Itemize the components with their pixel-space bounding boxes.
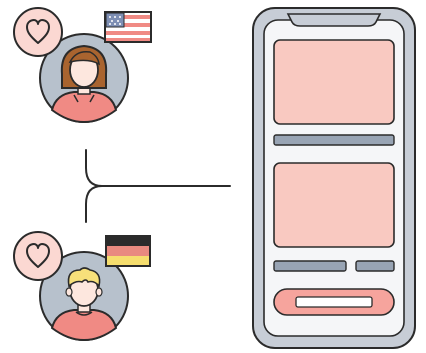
text-bar-right <box>356 261 394 271</box>
text-bar-top <box>274 135 394 145</box>
connector-line <box>86 150 230 222</box>
us-flag-icon <box>105 12 151 42</box>
phone-mockup <box>253 8 415 348</box>
content-card-top <box>274 40 394 124</box>
user-us-group <box>14 8 151 122</box>
text-bar-left <box>274 261 346 271</box>
content-card-bottom <box>274 163 394 247</box>
heart-bubble-us <box>14 8 62 56</box>
phone-cta-button[interactable] <box>274 289 394 315</box>
heart-bubble-de <box>14 232 62 280</box>
phone-notch <box>288 14 380 26</box>
user-de-group <box>14 232 150 340</box>
germany-flag-icon <box>106 236 150 266</box>
